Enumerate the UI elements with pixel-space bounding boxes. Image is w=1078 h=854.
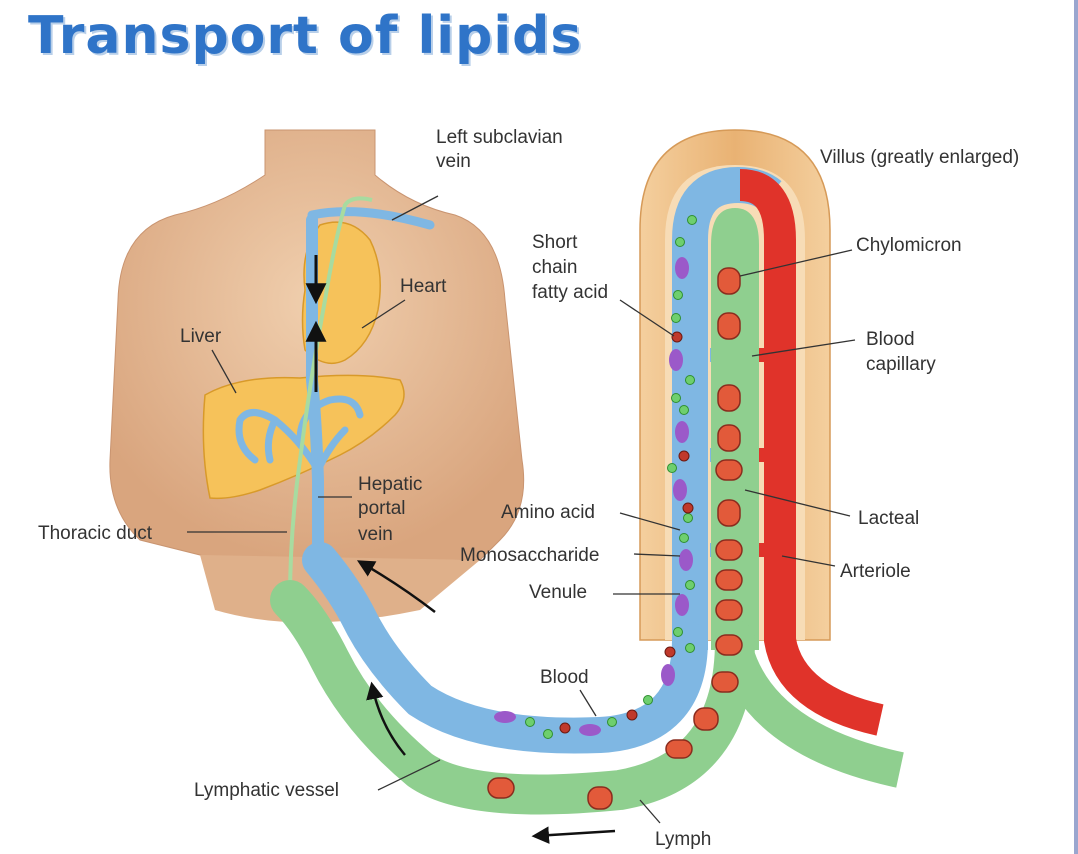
- label-line: Left subclavian: [436, 127, 563, 148]
- label-line: chain: [532, 257, 577, 278]
- blood-vessel-curve: [302, 542, 708, 754]
- label-monosaccharide: Monosaccharide: [460, 545, 599, 566]
- label-line: vein: [436, 151, 471, 172]
- label-lacteal: Lacteal: [858, 508, 919, 529]
- label-liver: Liver: [180, 326, 222, 347]
- label-arteriole: Arteriole: [840, 561, 911, 582]
- label-blood-capillary: Blood capillary: [866, 329, 936, 375]
- label-villus: Villus (greatly enlarged): [820, 147, 1019, 168]
- lymphatic-vessel-curve: [270, 580, 755, 815]
- label-chylomicron: Chylomicron: [856, 235, 962, 256]
- label-line: Short: [532, 232, 578, 253]
- label-line: Hepatic: [358, 474, 422, 495]
- frame-border: [1074, 0, 1078, 854]
- blood-nutrients: [494, 215, 697, 739]
- label-line: capillary: [866, 354, 936, 375]
- flow-arrows-outer: [356, 560, 616, 844]
- lacteal-vessel: [711, 207, 759, 650]
- leader-lines: [187, 195, 856, 824]
- label-heart: Heart: [400, 276, 447, 297]
- label-line: Blood: [866, 329, 915, 350]
- chylomicrons: [487, 267, 743, 810]
- label-lymph: Lymph: [655, 829, 711, 850]
- label-left-subclavian-vein: Left subclavian vein: [436, 127, 568, 172]
- arteriole-vessel: [738, 169, 884, 736]
- label-hepatic-portal-vein: Hepatic portal vein: [358, 474, 428, 545]
- label-thoracic-duct: Thoracic duct: [38, 523, 153, 544]
- label-venule: Venule: [529, 582, 587, 603]
- page-title: Transport of lipids: [28, 6, 583, 66]
- label-short-chain-fatty-acid: Short chain fatty acid: [532, 232, 608, 303]
- label-line: vein: [358, 524, 393, 545]
- label-line: fatty acid: [532, 282, 608, 303]
- label-lymphatic-vessel: Lymphatic vessel: [194, 780, 339, 801]
- label-blood: Blood: [540, 667, 589, 688]
- label-amino-acid: Amino acid: [501, 502, 595, 523]
- label-line: portal: [358, 498, 406, 519]
